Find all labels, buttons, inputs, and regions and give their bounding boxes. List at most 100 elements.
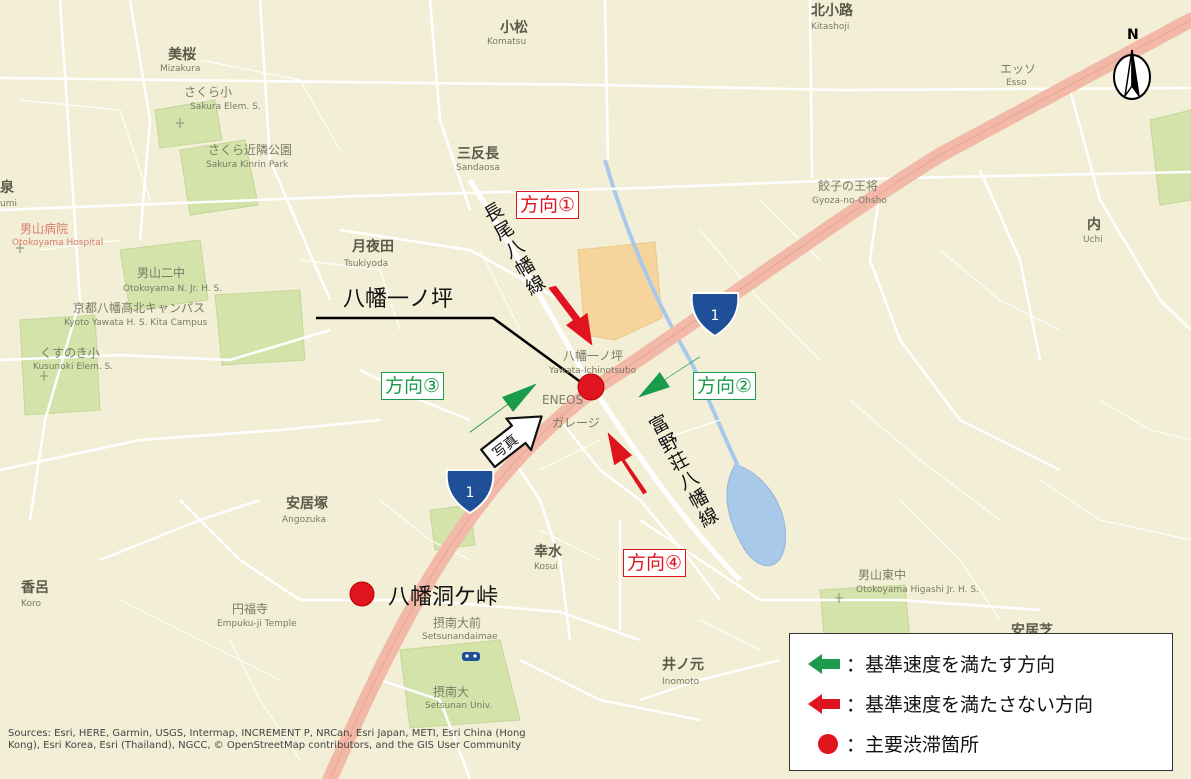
place-label: さくら近隣公園: [208, 143, 293, 157]
park-area: [1149, 109, 1191, 206]
park-area: [154, 99, 223, 149]
place-label: 北小路: [811, 3, 853, 19]
legend-red-text: ：基準速度を満たさない方向: [846, 694, 1094, 716]
school-icon: [40, 371, 48, 381]
direction-2-label: 方向②: [693, 372, 757, 400]
route-1-shield-north: 1: [690, 292, 740, 338]
place-label: さくら小: [184, 85, 233, 99]
place-label: Koro: [21, 599, 41, 609]
shield-number: 1: [711, 308, 720, 324]
legend: ：基準速度を満たす方向 ：基準速度を満たさない方向 ：主要渋滞箇所: [789, 633, 1173, 771]
direction-4-label: 方向④: [623, 549, 687, 577]
place-label: Empuku-ji Temple: [217, 619, 297, 629]
place-label: Inomoto: [662, 677, 700, 687]
leader-line: [316, 316, 583, 385]
place-label: ガレージ: [552, 416, 600, 430]
place-label: Setsunan Univ.: [425, 701, 493, 711]
map-icons: [16, 118, 843, 603]
place-label: 京都八幡高北キャンパス: [73, 301, 206, 315]
stream: [603, 159, 742, 471]
place-label: くすのき小: [40, 346, 100, 360]
place-label: 三反長: [457, 146, 499, 162]
legend-dot-text: ：主要渋滞箇所: [846, 734, 980, 756]
place-label: Angozuka: [282, 515, 327, 525]
station-icon: [462, 652, 480, 661]
red-arrow-icon: [808, 693, 840, 714]
tomino-yawata-road: [592, 388, 742, 582]
direction-1-red-arrow: [548, 285, 593, 346]
place-label: 香呂: [21, 580, 49, 596]
red-dot-icon: [818, 733, 838, 754]
place-label: 摂南大前: [433, 616, 482, 630]
place-label: Sakura Kinrin Park: [206, 160, 289, 170]
nagao-yawata-road: [467, 178, 593, 387]
place-label: 男山病院: [20, 222, 69, 236]
congestion-label-ichinotsubo: 八幡一ノ坪: [343, 287, 454, 312]
place-label: Otokoyama Higashi Jr. H. S.: [856, 585, 979, 595]
direction-3-label: 方向③: [381, 372, 445, 400]
park-area: [214, 289, 306, 366]
place-label: 八幡一ノ坪: [563, 349, 624, 363]
place-label: 幸水: [534, 544, 562, 560]
place-label: Kusunoki Elem. S.: [33, 362, 114, 372]
place-label: ENEOS: [542, 393, 584, 407]
place-label: 餃子の王将: [818, 179, 879, 193]
place-label: 泉: [0, 180, 14, 196]
direction-4-red-arrow: [607, 432, 648, 495]
place-label: Esso: [1006, 78, 1027, 88]
setsunan-univ-area: [399, 639, 521, 729]
place-label: umi: [0, 199, 17, 209]
place-label: 内: [1087, 217, 1101, 233]
congestion-label-horagatoge: 八幡洞ケ峠: [388, 585, 499, 610]
place-label: 月夜田: [352, 239, 394, 255]
direction-1-label: 方向①: [516, 191, 580, 219]
direction-3-green-arrow: [469, 383, 537, 433]
place-label: 安居塚: [286, 496, 328, 512]
place-label: Kosui: [534, 562, 558, 572]
place-label: 円福寺: [232, 602, 269, 616]
map-attribution: Sources: Esri, HERE, Garmin, USGS, Inter…: [8, 728, 526, 751]
park-area: [119, 239, 209, 311]
north-label: N: [1127, 27, 1139, 43]
place-label: Otokoyama N. Jr. H. S.: [123, 284, 223, 294]
place-label: Kyoto Yawata H. S. Kita Campus: [64, 318, 208, 328]
thin-roads: [19, 59, 1191, 761]
place-label: Mizakura: [160, 64, 201, 74]
place-label: Otokoyama Hospital: [12, 238, 104, 248]
place-label: エッソ: [1000, 62, 1037, 76]
legend-row-green: ：基準速度を満たす方向: [806, 650, 1055, 677]
place-label: 男山二中: [137, 266, 186, 280]
north-arrow-icon: [1113, 49, 1151, 100]
congestion-point-ichinotsubo: [577, 373, 605, 401]
sakura-park: [179, 139, 259, 216]
place-label: Tsukiyoda: [344, 259, 389, 269]
green-arrow-icon: [808, 653, 840, 674]
place-label: Uchi: [1083, 235, 1103, 245]
route-1-shield-south: 1: [445, 469, 495, 515]
place-label: Sakura Elem. S.: [190, 102, 261, 112]
direction-2-green-arrow: [638, 356, 700, 398]
place-label: 摂南大: [433, 685, 470, 699]
place-label: 井ノ元: [662, 657, 704, 673]
place-label: 小松: [500, 20, 528, 36]
pond: [726, 464, 787, 567]
place-label: Komatsu: [487, 37, 527, 47]
shield-number: 1: [466, 485, 475, 501]
legend-green-text: ：基準速度を満たす方向: [846, 654, 1056, 676]
place-label: Gyoza-no-Ohsho: [812, 196, 887, 206]
school-icon: [835, 593, 843, 603]
place-label: Sandaosa: [456, 163, 500, 173]
school-icon: [16, 243, 24, 253]
place-label: 男山東中: [858, 568, 907, 582]
legend-row-red: ：基準速度を満たさない方向: [806, 690, 1093, 717]
place-label: 美桜: [168, 47, 196, 63]
place-label: Setsunandaimae: [422, 632, 498, 642]
place-label: Kitashoji: [811, 22, 850, 32]
school-icon: [176, 118, 184, 128]
congestion-point-horagatoge: [349, 581, 375, 607]
legend-row-dot: ：主要渋滞箇所: [806, 730, 979, 757]
place-label: Yawata-Ichinotsubo: [549, 366, 637, 376]
